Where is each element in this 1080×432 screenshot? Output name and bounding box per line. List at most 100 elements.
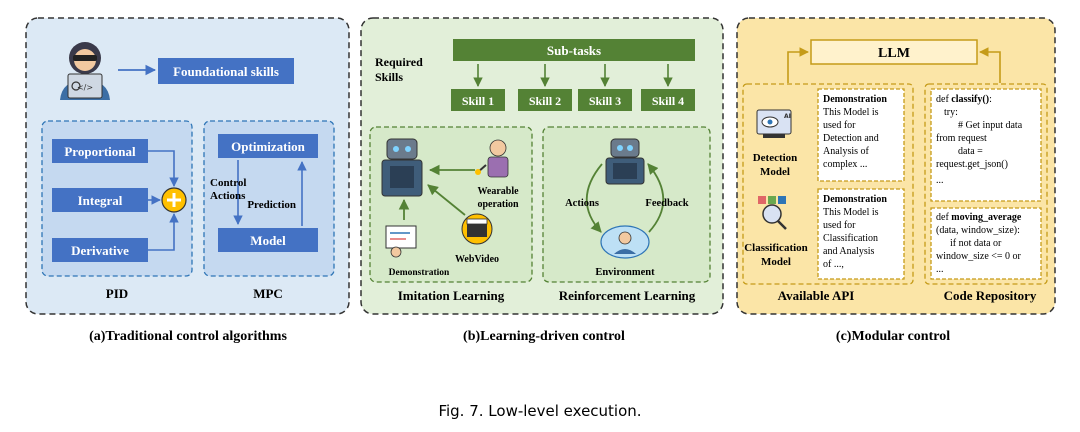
webvideo-text: WebVideo — [455, 254, 499, 265]
arrow-code-llm — [979, 47, 1001, 83]
arrow-proportional-sum — [148, 150, 179, 187]
environment-text: Environment — [595, 267, 655, 278]
classification-magnifier-icon — [758, 196, 787, 230]
classification-line2: Model — [761, 256, 791, 268]
api1-title: Demonstration — [823, 94, 887, 105]
proportional-box — [52, 139, 148, 163]
demonstration-icon — [385, 225, 417, 258]
environment-icon — [600, 225, 650, 259]
caption-c: (c)Modular control — [836, 329, 950, 344]
derivative-text: Derivative — [71, 243, 129, 258]
code1-line-6: ... — [936, 175, 944, 186]
foundational-skills-text: Foundational skills — [173, 64, 279, 79]
skill-4-box — [641, 89, 695, 111]
llm-box — [810, 39, 978, 65]
sum-icon — [161, 187, 187, 213]
required-skills-line2: Skills — [375, 70, 403, 84]
subtasks-text: Sub-tasks — [547, 43, 601, 58]
robot-icon-imitation — [381, 138, 423, 197]
code-box-2 — [930, 207, 1042, 280]
skill-4-text: Skill 4 — [652, 94, 684, 108]
detection-line1: Detection — [753, 152, 798, 164]
code-repository-label: Code Repository — [944, 288, 1037, 303]
imitation-label: Imitation Learning — [398, 288, 505, 303]
panel-traditional-control: </> Foundational skills Proportional Int… — [25, 17, 350, 315]
subtasks-box — [453, 39, 695, 61]
skill-3-text: Skill 3 — [589, 94, 621, 108]
optimization-text: Optimization — [231, 139, 305, 154]
required-skills-line1: Required — [375, 55, 423, 69]
api1-line-5: complex ... — [823, 159, 867, 170]
code1-signature: def classify(): — [936, 94, 992, 105]
wearable-line2: operation — [477, 199, 519, 210]
code2-line-1: (data, window_size): — [936, 225, 1020, 236]
wearable-operator-icon — [475, 139, 509, 178]
api2-line-4: and Analysis — [823, 246, 874, 257]
webvideo-icon — [461, 213, 493, 245]
prediction-text: Prediction — [247, 199, 296, 211]
api1-line-4: Analysis of — [823, 146, 870, 157]
code1-line-4: data = — [958, 146, 983, 157]
skill-1-text: Skill 1 — [462, 94, 494, 108]
foundational-skills-box — [158, 58, 294, 84]
code2-line-3: window_size <= 0 or — [936, 251, 1022, 262]
rl-label: Reinforcement Learning — [559, 288, 696, 303]
api2-title: Demonstration — [823, 194, 887, 205]
code1-line-2: # Get input data — [958, 120, 1023, 131]
integral-text: Integral — [78, 193, 123, 208]
integral-box — [52, 188, 148, 212]
code2-signature: def moving_average — [936, 212, 1022, 223]
feedback-text: Feedback — [645, 198, 688, 209]
panel-modular-control: LLM AI Detection Model Classification Mo… — [736, 17, 1056, 315]
classification-line1: Classification — [744, 242, 808, 254]
derivative-box — [52, 238, 148, 262]
api2-line-5: of ..., — [823, 259, 844, 270]
arrow-actions — [585, 163, 603, 233]
pid-label: PID — [106, 286, 128, 301]
model-box — [218, 228, 318, 252]
engineer-icon: </> — [60, 42, 110, 100]
skill-2-box — [518, 89, 572, 111]
panel-learning-control: Required Skills Sub-tasks Skill 1 Skill … — [360, 17, 724, 315]
figure-caption: Fig. 7. Low-level execution. — [438, 402, 641, 420]
api1-line-1: This Model is — [823, 107, 879, 118]
svg-text:AI: AI — [784, 113, 791, 120]
api1-line-2: used for — [823, 120, 856, 131]
control-actions-line1: Control — [210, 177, 246, 189]
skill-2-text: Skill 2 — [529, 94, 561, 108]
api1-line-3: Detection and — [823, 133, 879, 144]
arrow-feedback — [647, 163, 665, 233]
code-box-1 — [930, 88, 1042, 202]
control-actions-line2: Actions — [210, 190, 246, 202]
arrow-derivative-sum — [148, 213, 179, 251]
mpc-label: MPC — [253, 286, 283, 301]
api2-line-1: This Model is — [823, 207, 879, 218]
code1-line-1: try: — [944, 107, 958, 118]
api2-line-2: used for — [823, 220, 856, 231]
wearable-line1: Wearable — [477, 186, 519, 197]
api-description-box-2 — [817, 188, 905, 280]
caption-b: (b)Learning-driven control — [463, 329, 625, 344]
proportional-text: Proportional — [64, 144, 136, 159]
actions-text: Actions — [565, 198, 599, 209]
skill-3-box — [578, 89, 632, 111]
llm-text: LLM — [878, 46, 910, 61]
available-api-label: Available API — [778, 288, 855, 303]
api2-line-3: Classification — [823, 233, 878, 244]
api-description-box-1 — [817, 88, 905, 182]
detection-eye-icon: AI — [756, 109, 792, 138]
model-text: Model — [250, 233, 286, 248]
detection-line2: Model — [760, 166, 790, 178]
arrow-api-llm — [787, 47, 809, 83]
arrow-video-robot — [427, 184, 466, 216]
code1-line-5: request.get_json() — [936, 159, 1008, 170]
code1-line-3: from request — [936, 133, 987, 144]
robot-icon-rl — [605, 138, 645, 185]
rl-frame — [542, 126, 711, 283]
svg-text:</>: </> — [77, 83, 93, 92]
optimization-box — [218, 134, 318, 158]
caption-a: (a)Traditional control algorithms — [89, 329, 287, 344]
code2-line-2: if not data or — [950, 238, 1002, 249]
skill-1-box — [451, 89, 505, 111]
